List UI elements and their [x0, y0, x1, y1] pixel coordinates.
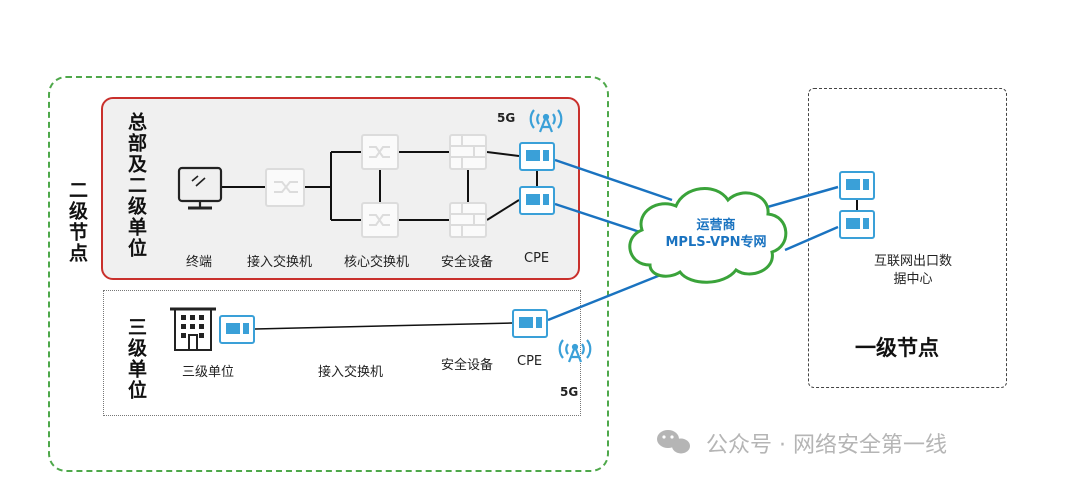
cpe-l3-icon [512, 309, 548, 338]
core-switch-label: 核心交换机 [344, 255, 410, 270]
security-device-bottom-icon [449, 202, 487, 238]
security-device-top-icon [449, 134, 487, 170]
access-switch-hq-icon [265, 168, 305, 207]
antenna-l3-icon [558, 339, 592, 363]
access-switch-hq-label: 接入交换机 [247, 255, 313, 270]
level2-node-label: 二级节点 [66, 180, 88, 264]
level3-device-icon [219, 315, 255, 344]
idc-device-top-icon [839, 171, 875, 200]
level3-unit-label: 三级单位 [125, 317, 147, 401]
watermark-text: 公众号 · 网络安全第一线 [706, 433, 947, 458]
level3-internal-link [254, 322, 513, 330]
level2-node-region [48, 76, 609, 472]
cpe-hq-top-icon [519, 142, 555, 171]
cpe-hq-label: CPE [524, 251, 550, 266]
hq-unit-label: 总部及二级单位 [125, 112, 147, 259]
idc-label-line1: 互联网出口数 [874, 254, 953, 269]
access-switch-l3-label: 接入交换机 [318, 365, 384, 380]
security-device-l3-label: 安全设备 [441, 358, 494, 373]
wan-links [547, 158, 839, 322]
core-switch-top-icon [361, 134, 399, 170]
level1-node-region [808, 88, 1007, 388]
carrier-network-name: MPLS-VPN专网 [665, 235, 767, 250]
level1-node-label: 一级节点 [855, 336, 939, 360]
idc-label: 互联网出口数 据中心 [874, 253, 952, 289]
carrier-name: 运营商 [696, 218, 736, 233]
fiveg-l3-label: 5G [560, 385, 579, 399]
level3-unit-region [103, 290, 581, 416]
level3-building-label: 三级单位 [182, 365, 235, 380]
carrier-cloud-text: 运营商 MPLS-VPN专网 [654, 217, 778, 251]
cpe-l3-label: CPE [517, 354, 543, 369]
idc-label-line2: 据中心 [893, 272, 933, 287]
cpe-hq-bottom-icon [519, 186, 555, 215]
antenna-hq-icon [529, 109, 563, 133]
core-switch-bottom-icon [361, 202, 399, 238]
terminal-monitor-icon [177, 166, 223, 210]
hq-unit-region [101, 97, 580, 280]
carrier-cloud-icon [628, 187, 788, 284]
fiveg-hq-label: 5G [497, 111, 516, 125]
security-device-hq-label: 安全设备 [441, 255, 494, 270]
wechat-icon [657, 430, 690, 454]
building-icon [170, 307, 216, 351]
idc-device-bottom-icon [839, 210, 875, 239]
hq-internal-links [222, 151, 538, 221]
terminal-label: 终端 [186, 255, 213, 270]
